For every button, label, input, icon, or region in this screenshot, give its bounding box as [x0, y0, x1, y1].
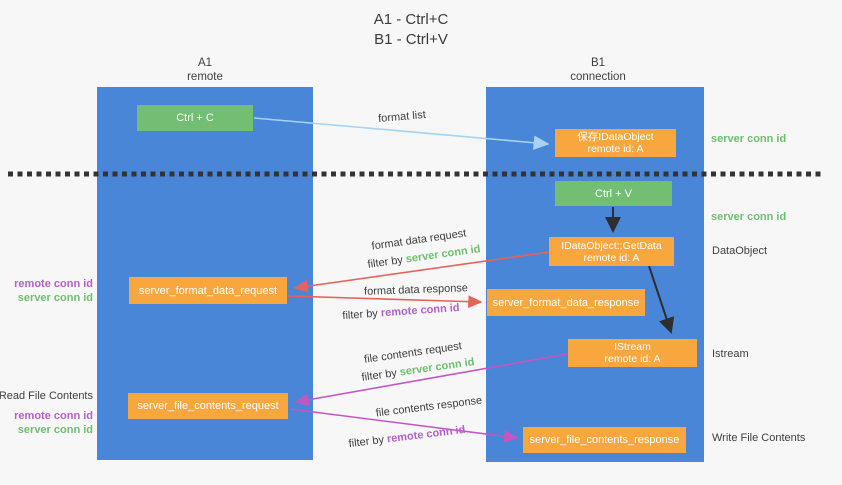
- node-ctrl-v-label: Ctrl + V: [595, 187, 632, 200]
- flow-label-filter-by-remote-conn-id-2: filter by remote conn id: [348, 424, 466, 450]
- node-idataobject-getdata: IDataObject::GetData remote id: A: [549, 237, 674, 266]
- node-server-format-data-request-label: server_format_data_request: [138, 284, 278, 297]
- node-server-format-data-request: server_format_data_request: [129, 277, 287, 304]
- node-istream: IStream remote id: A: [568, 339, 697, 367]
- node-ctrl-c: Ctrl + C: [137, 105, 253, 131]
- annotation-remote-conn-id-bottom: remote conn id: [14, 410, 93, 422]
- lane-header-a1: A1 remote: [145, 56, 265, 84]
- lane-b1-name: B1: [590, 57, 606, 69]
- filter-by-text-2: filter by: [342, 307, 379, 323]
- annotation-remote-conn-id-mid: remote conn id: [14, 278, 93, 290]
- filter-server-conn-id-1: server conn id: [405, 243, 482, 266]
- node-istream-line2: remote id: A: [604, 353, 661, 365]
- annotation-server-conn-id-bottom: server conn id: [17, 424, 93, 436]
- annotation-write-file-contents: Write File Contents: [712, 432, 806, 444]
- diagram-title: A1 - Ctrl+C B1 - Ctrl+V: [301, 10, 521, 50]
- node-server-format-data-response-label: server_format_data_response: [492, 296, 640, 309]
- filter-by-text-4: filter by: [348, 433, 385, 451]
- annotation-server-conn-id-mid-left: server conn id: [17, 292, 93, 304]
- node-save-idataobject-line1: 保存IDataObject: [577, 131, 654, 143]
- node-istream-line1: IStream: [614, 341, 651, 353]
- node-server-file-contents-request-label: server_file_contents_request: [137, 400, 279, 412]
- title-line-2: B1 - Ctrl+V: [374, 31, 448, 48]
- filter-remote-conn-id-2: remote conn id: [386, 423, 466, 446]
- node-server-format-data-response: server_format_data_response: [487, 289, 645, 316]
- filter-by-text-3: filter by: [360, 367, 398, 384]
- lane-a1-subtitle: remote: [187, 71, 223, 83]
- annotation-istream: Istream: [712, 348, 749, 360]
- annotation-read-file-contents: Read File Contents: [0, 390, 93, 402]
- flow-label-format-data-response: format data response: [363, 282, 469, 298]
- annotation-dataobject: DataObject: [712, 245, 768, 257]
- node-idataobject-getdata-line1: IDataObject::GetData: [561, 239, 662, 252]
- flow-label-filter-by-remote-conn-id-1: filter by remote conn id: [342, 302, 460, 322]
- annotation-server-conn-id-top: server conn id: [711, 133, 787, 145]
- flow-label-format-list: format list: [377, 108, 427, 126]
- lane-a1-name: A1: [197, 57, 213, 69]
- flow-label-file-contents-response: file contents response: [375, 394, 483, 420]
- filter-remote-conn-id-1: remote conn id: [380, 301, 460, 320]
- node-save-idataobject-line2: remote id: A: [587, 143, 644, 155]
- node-server-file-contents-response-label: server_file_contents_response: [529, 434, 680, 446]
- filter-by-text-1: filter by: [366, 254, 404, 271]
- annotation-server-conn-id-mid: server conn id: [711, 211, 787, 223]
- node-save-idataobject: 保存IDataObject remote id: A: [555, 129, 676, 157]
- title-line-1: A1 - Ctrl+C: [373, 11, 449, 28]
- filter-server-conn-id-2: server conn id: [399, 356, 476, 379]
- lane-b1-subtitle: connection: [570, 71, 626, 83]
- node-ctrl-c-label: Ctrl + C: [176, 112, 214, 124]
- node-idataobject-getdata-line2: remote id: A: [583, 251, 640, 264]
- lane-header-b1: B1 connection: [538, 56, 658, 84]
- node-server-file-contents-request: server_file_contents_request: [128, 393, 288, 419]
- node-server-file-contents-response: server_file_contents_response: [523, 427, 686, 453]
- node-ctrl-v: Ctrl + V: [555, 181, 672, 206]
